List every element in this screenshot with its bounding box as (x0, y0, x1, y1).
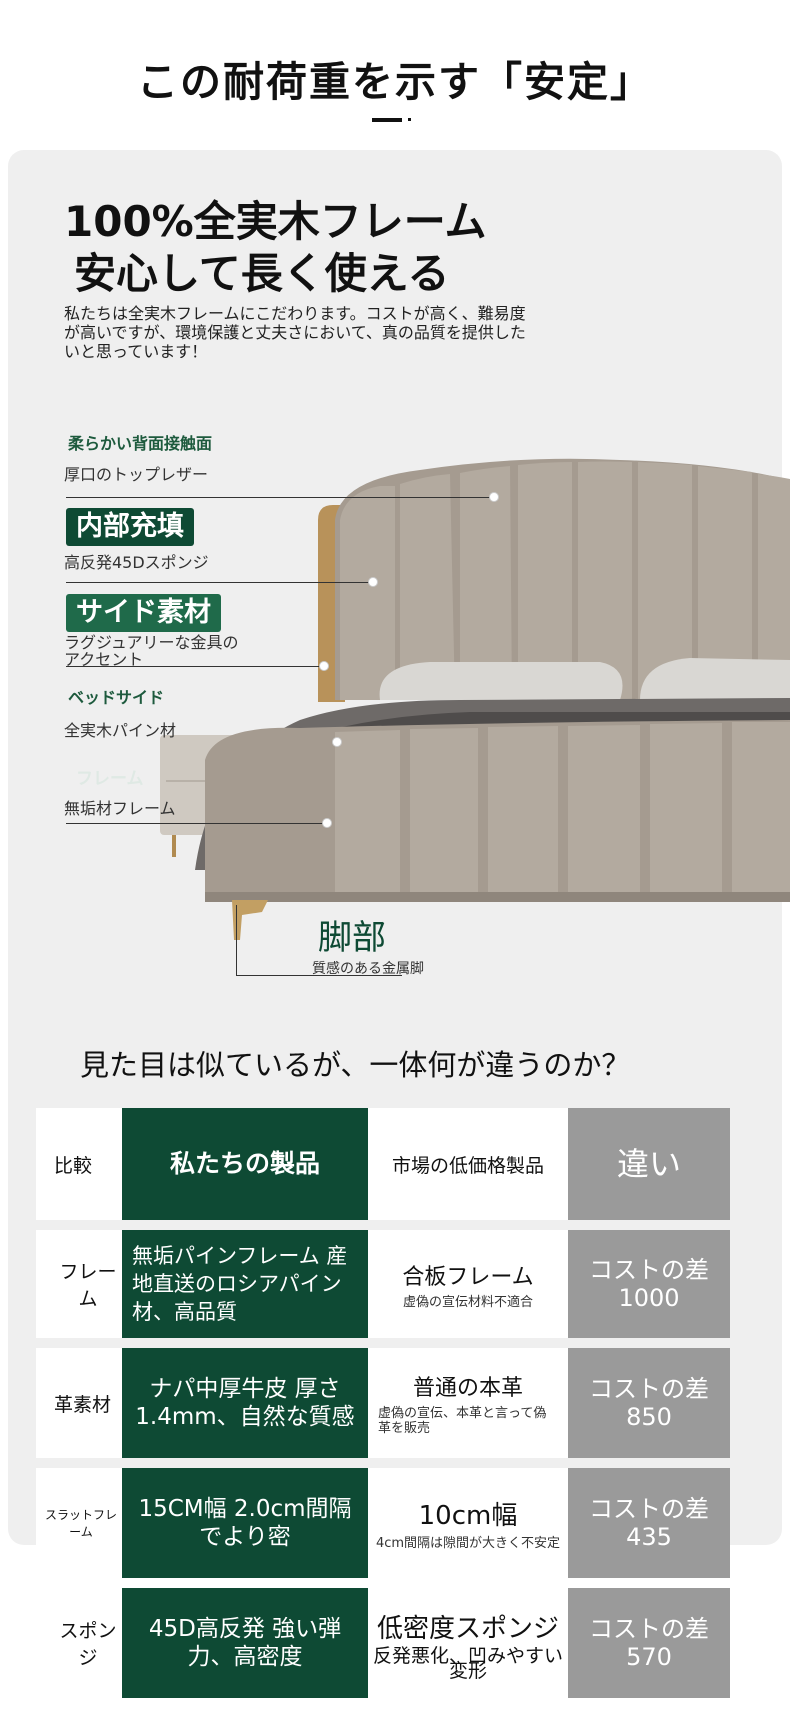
row-ours: 15CM幅 2.0cm間隔でより密 (122, 1468, 368, 1578)
leader-line-5 (66, 823, 331, 824)
diff-value: 850 (626, 1403, 672, 1431)
leader-line-1 (66, 497, 496, 498)
hero-title-line-1: 100%全実木フレーム (64, 197, 487, 246)
feature-1-title: 柔らかい背面接触面 (68, 434, 213, 453)
table-row: フレーム 無垢パインフレーム 産地直送のロシアパイン材、高品質 合板フレーム 虚… (36, 1230, 750, 1338)
leader-dot-4 (332, 737, 342, 747)
title-underline (372, 118, 402, 122)
hero-title-line-2: 安心して長く使える (74, 249, 450, 298)
row-label: スラットフレーム (36, 1468, 122, 1578)
diff-value: 570 (626, 1643, 672, 1671)
row-diff: コストの差 850 (568, 1348, 730, 1458)
diff-value: 435 (626, 1523, 672, 1551)
legs-desc: 質感のある金属脚 (312, 961, 424, 977)
feature-2-badge: 内部充填 (66, 508, 194, 546)
market-main: 普通の本革 (412, 1376, 523, 1401)
leader-dot-5 (322, 818, 332, 828)
market-sub: 虚偽の宣伝材料不適合 (402, 1294, 533, 1310)
legs-title: 脚部 (318, 918, 386, 958)
row-ours: ナパ中厚牛皮 厚さ1.4mm、自然な質感 (122, 1348, 368, 1458)
header-market: 市場の低価格製品 (368, 1108, 568, 1220)
feature-4-desc: 全実木パイン材 (64, 721, 177, 740)
header-ours: 私たちの製品 (122, 1108, 368, 1220)
hero-title: 100%全実木フレーム 安心して長く使える (64, 196, 487, 300)
row-diff: コストの差 570 (568, 1588, 730, 1698)
diff-label: コストの差 (589, 1495, 709, 1523)
market-main: 合板フレーム (402, 1264, 534, 1290)
header-diff: 違い (568, 1108, 730, 1220)
row-diff: コストの差 1000 (568, 1230, 730, 1338)
row-label: 革素材 (36, 1348, 122, 1458)
leader-line-2 (66, 582, 371, 583)
row-label: スポンジ (36, 1588, 122, 1698)
diff-value: 1000 (618, 1284, 680, 1312)
market-sub: 4cm間隔は隙間が大きく不安定 (375, 1536, 561, 1551)
row-market: 合板フレーム 虚偽の宣伝材料不適合 (368, 1230, 568, 1338)
feature-1-desc: 厚口のトップレザー (64, 465, 209, 484)
hero-description: 私たちは全実木フレームにこだわります。コストが高く、難易度が高いですが、環境保護… (64, 304, 526, 361)
leader-dot-1 (489, 492, 499, 502)
feature-3-desc: ラグジュアリーな金具のアクセント (64, 633, 239, 669)
legs-leader-vertical (236, 905, 237, 975)
compare-title: 見た目は似ているが、一体何が違うのか？ (80, 1048, 631, 1082)
feature-5-desc: 無垢材フレーム (64, 799, 176, 818)
row-label: フレーム (36, 1230, 122, 1338)
header-label: 比較 (36, 1108, 122, 1220)
leader-dot-2 (368, 577, 378, 587)
diff-label: コストの差 (589, 1615, 709, 1643)
row-ours: 45D高反発 強い弾力、高密度 (122, 1588, 368, 1698)
row-ours: 無垢パインフレーム 産地直送のロシアパイン材、高品質 (122, 1230, 368, 1338)
market-sub: 反発悪化、凹みやすい変形 (372, 1644, 563, 1682)
feature-5-faint: フレーム (76, 769, 144, 789)
row-market: 低密度スポンジ 反発悪化、凹みやすい変形 (368, 1588, 568, 1698)
table-row: 革素材 ナパ中厚牛皮 厚さ1.4mm、自然な質感 普通の本革 虚偽の宣伝、本革と… (36, 1348, 750, 1458)
market-main: 低密度スポンジ (376, 1613, 559, 1644)
row-diff: コストの差 435 (568, 1468, 730, 1578)
diff-label: コストの差 (589, 1256, 709, 1284)
row-market: 普通の本革 虚偽の宣伝、本革と言って偽革を販売 (368, 1348, 568, 1458)
leader-dot-3 (319, 661, 329, 671)
table-row: スラットフレーム 15CM幅 2.0cm間隔でより密 10cm幅 4cm間隔は隙… (36, 1468, 750, 1578)
legs-leader-horizontal (236, 975, 402, 976)
feature-2-desc: 高反発45Dスポンジ (64, 553, 209, 572)
main-title: この耐荷重を示す「安定」 (137, 58, 653, 106)
feature-3-badge: サイド素材 (66, 594, 221, 632)
table-row: スポンジ 45D高反発 強い弾力、高密度 低密度スポンジ 反発悪化、凹みやすい変… (36, 1588, 750, 1698)
row-market: 10cm幅 4cm間隔は隙間が大きく不安定 (368, 1468, 568, 1578)
table-header-row: 比較 私たちの製品 市場の低価格製品 違い (36, 1108, 750, 1220)
market-sub: 虚偽の宣伝、本革と言って偽革を販売 (378, 1406, 547, 1436)
leader-line-3 (66, 666, 328, 667)
feature-4-title: ベッドサイド (68, 688, 165, 707)
diff-label: コストの差 (589, 1375, 709, 1403)
market-main: 10cm幅 (418, 1501, 518, 1531)
title-dot (408, 118, 411, 121)
